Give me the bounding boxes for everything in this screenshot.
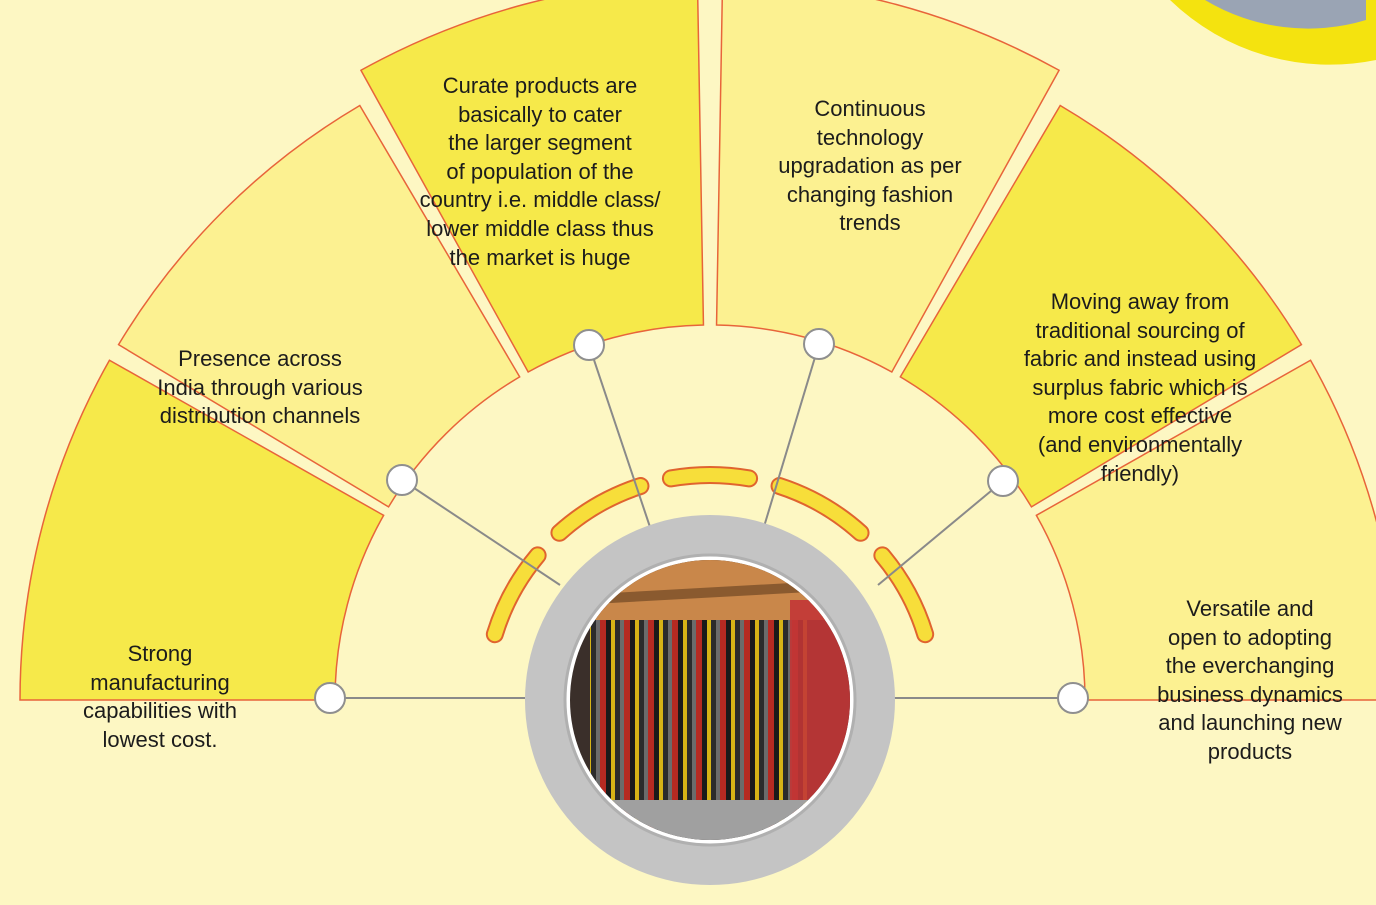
node-circle	[314, 682, 346, 714]
node-circle	[1057, 682, 1089, 714]
connector-line	[877, 480, 1004, 586]
node-circle	[987, 465, 1019, 497]
hub	[525, 515, 895, 885]
node-circle	[386, 464, 418, 496]
node-circle	[573, 329, 605, 361]
segment-text-technology: Continuous technology upgradation as per…	[778, 96, 962, 236]
connector-line	[762, 343, 820, 531]
segment-technology	[715, 0, 1061, 374]
segment-text-versatile: Versatile and open to adopting the everc…	[1157, 596, 1343, 764]
segment-presence	[117, 104, 521, 508]
connector-line	[401, 479, 561, 586]
segment-text-presence: Presence across India through various di…	[157, 346, 363, 429]
segment-versatile	[1035, 359, 1376, 701]
segment-text-sourcing: Moving away from traditional sourcing of…	[1023, 289, 1257, 486]
connector-line	[588, 344, 652, 531]
segment-sourcing	[899, 104, 1303, 508]
segment-manufacturing	[19, 359, 385, 701]
corner-decoration	[1170, 0, 1376, 65]
accent-arc	[772, 479, 868, 540]
node-circle	[803, 328, 835, 360]
segment-text-manufacturing: Strong manufacturing capabilities with l…	[82, 641, 238, 752]
accent-arc	[663, 468, 757, 486]
accent-arc	[552, 479, 648, 540]
accent-arc	[875, 548, 933, 642]
segment-text-curate-products: Curate products are basically to cater t…	[419, 73, 661, 270]
accent-arc	[487, 548, 545, 642]
